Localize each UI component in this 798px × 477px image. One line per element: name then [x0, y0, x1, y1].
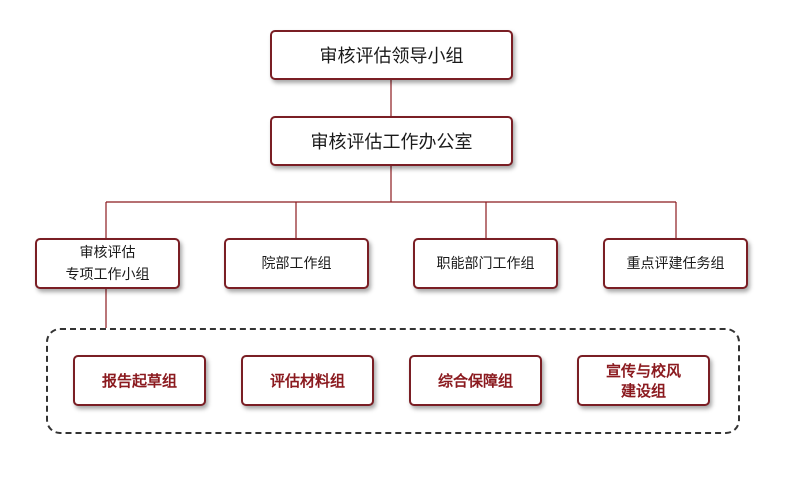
- functional-dept-group-label: 职能部门工作组: [436, 255, 535, 272]
- publicity-culture-group-line2: 建设组: [620, 381, 666, 400]
- leadership-group-label: 审核评估领导小组: [319, 46, 464, 67]
- report-drafting-group-label: 报告起草组: [101, 371, 177, 390]
- special-working-group-box: 审核评估 专项工作小组: [35, 238, 180, 289]
- key-task-group-box: 重点评建任务组: [603, 238, 748, 289]
- office-label: 审核评估工作办公室: [310, 132, 473, 153]
- key-task-group-label: 重点评建任务组: [626, 255, 725, 272]
- leadership-group-box: 审核评估领导小组: [270, 30, 513, 80]
- comprehensive-support-group-box: 综合保障组: [409, 355, 542, 406]
- special-working-group-line1: 审核评估: [79, 244, 136, 261]
- publicity-culture-group-line1: 宣传与校风: [605, 361, 681, 380]
- report-drafting-group-box: 报告起草组: [73, 355, 206, 406]
- publicity-culture-group-box: 宣传与校风 建设组: [577, 355, 710, 406]
- special-working-group-line2: 专项工作小组: [65, 266, 150, 283]
- evaluation-materials-group-box: 评估材料组: [241, 355, 374, 406]
- comprehensive-support-group-label: 综合保障组: [437, 371, 513, 390]
- college-working-group-box: 院部工作组: [224, 238, 369, 289]
- evaluation-materials-group-label: 评估材料组: [269, 371, 345, 390]
- college-working-group-label: 院部工作组: [261, 255, 332, 272]
- functional-dept-group-box: 职能部门工作组: [413, 238, 558, 289]
- subgroups-container: [46, 328, 740, 434]
- office-box: 审核评估工作办公室: [270, 116, 513, 166]
